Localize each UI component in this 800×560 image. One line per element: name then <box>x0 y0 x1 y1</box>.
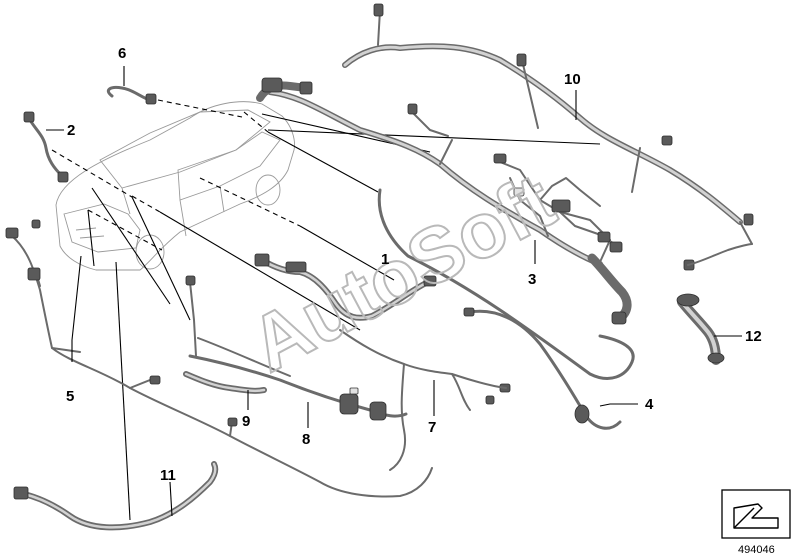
harness-8 <box>188 337 408 428</box>
callout-4: 4 <box>645 396 654 413</box>
reference-number: 494046 <box>738 544 775 556</box>
harness-4 <box>377 188 638 430</box>
harness-1 <box>256 77 603 267</box>
arrow-box-icon <box>721 489 791 539</box>
part-12-grommet <box>676 293 742 365</box>
harness-3 <box>493 153 632 325</box>
harness-10 <box>342 3 754 271</box>
callout-8: 8 <box>302 431 310 448</box>
vehicle-outline <box>55 101 295 271</box>
callout-9: 9 <box>242 413 250 430</box>
harness-7 <box>339 329 511 471</box>
leader-lines <box>51 99 601 521</box>
callout-12: 12 <box>745 328 762 345</box>
callout-11: 11 <box>160 467 176 484</box>
callout-3: 3 <box>528 271 536 288</box>
callouts: 1 2 3 4 5 6 7 8 9 10 11 12 <box>66 45 762 484</box>
part-6-lead <box>106 66 157 105</box>
callout-2: 2 <box>67 122 75 139</box>
callout-5: 5 <box>66 388 74 405</box>
callout-7: 7 <box>428 419 436 436</box>
harness-5-11 <box>5 219 433 531</box>
part-2-lead <box>23 111 69 183</box>
part-1-cable <box>254 253 437 321</box>
callout-10: 10 <box>564 71 581 88</box>
callout-1: 1 <box>381 251 389 268</box>
harness-9 <box>183 275 267 410</box>
callout-6: 6 <box>118 45 126 62</box>
